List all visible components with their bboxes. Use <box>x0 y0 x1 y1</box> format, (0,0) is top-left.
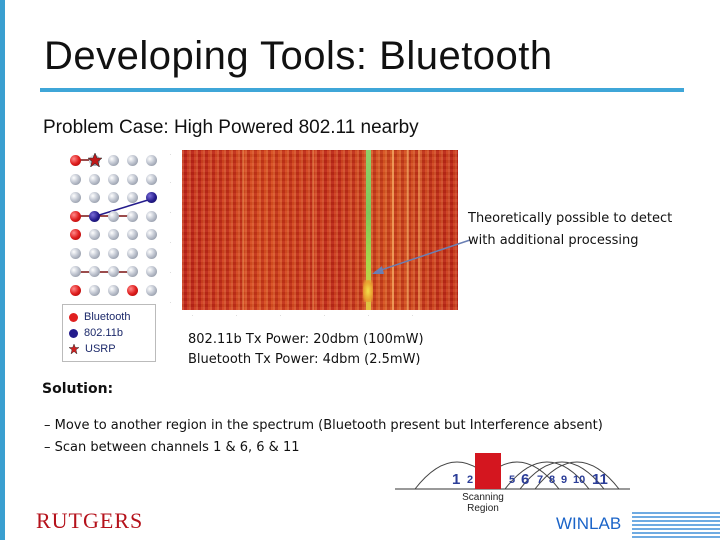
grid-node <box>127 247 138 259</box>
channel-arcs <box>395 453 630 490</box>
node-grid-links <box>76 159 149 273</box>
scanning-region-label: Scanning Region <box>453 492 513 514</box>
grid-node <box>127 210 138 222</box>
bluetooth-node <box>70 284 81 296</box>
channel-number: 11 <box>592 471 608 488</box>
wifi-node <box>89 210 100 222</box>
legend-item-usrp: USRP <box>69 343 116 355</box>
grid-node <box>127 229 138 240</box>
detection-callout: Theoretically possible to detect with ad… <box>468 208 672 252</box>
grid-node <box>89 173 100 185</box>
grid-node <box>108 173 119 185</box>
grid-node <box>89 266 100 277</box>
grid-node <box>146 155 157 166</box>
scanning-label-line: Scanning <box>462 492 504 503</box>
grid-node <box>127 155 138 166</box>
grid-node <box>127 173 138 185</box>
legend-label: Bluetooth <box>84 311 131 323</box>
node-grid <box>62 150 162 300</box>
bluetooth-burst <box>363 280 373 302</box>
channel-number: 2 <box>467 474 474 486</box>
solution-bullet: – Scan between channels 1 & 6, 6 & 11 <box>44 440 300 455</box>
bluetooth-node <box>70 210 81 222</box>
channel-number: 8 <box>549 474 556 486</box>
rutgers-logo: RUTGERS <box>36 508 144 533</box>
grid-node <box>108 210 119 222</box>
spectrogram-line <box>392 150 394 310</box>
title-underline <box>40 88 684 92</box>
spectrogram-line <box>407 150 409 310</box>
channel-number: 5 <box>509 474 516 486</box>
grid-node <box>89 229 100 240</box>
grid-node <box>146 266 157 277</box>
winlab-logo-bars <box>632 512 720 540</box>
slide-title: Developing Tools: Bluetooth <box>44 34 553 78</box>
scanning-label-line: Region <box>467 503 499 514</box>
grid-node <box>70 192 81 203</box>
grid-node <box>108 229 119 240</box>
callout-line: with additional processing <box>468 233 639 248</box>
wifi-tx-power: 802.11b Tx Power: 20dbm (100mW) <box>188 332 424 347</box>
usrp-star-icon <box>88 153 102 167</box>
spectrogram-line <box>418 150 420 310</box>
spectrogram-line <box>312 150 314 310</box>
problem-case-subtitle: Problem Case: High Powered 802.11 nearby <box>43 117 419 138</box>
grid-node <box>127 266 138 277</box>
winlab-logo: WINLAB <box>556 514 622 533</box>
grid-node <box>146 247 157 259</box>
legend-item-bluetooth: Bluetooth <box>69 311 130 323</box>
grid-node <box>108 192 119 203</box>
spectrogram-image <box>182 150 458 310</box>
channel-number: 7 <box>537 474 544 486</box>
bluetooth-node <box>127 284 138 296</box>
channel-number: 9 <box>561 474 568 486</box>
channel-number: 10 <box>573 474 586 486</box>
star-icon <box>69 344 79 354</box>
channel-number: 1 <box>452 471 461 488</box>
legend-item-80211b: 802.11b <box>69 327 123 339</box>
tx-power-text: 802.11b Tx Power: 20dbm (100mW) Bluetoot… <box>188 330 424 370</box>
bluetooth-tx-power: Bluetooth Tx Power: 4dbm (2.5mW) <box>188 352 421 367</box>
grid-node <box>146 173 157 185</box>
bluetooth-node <box>70 155 81 166</box>
grid-node <box>146 229 157 240</box>
legend-label: 802.11b <box>84 327 123 339</box>
grid-node <box>89 284 100 296</box>
solution-bullet: – Move to another region in the spectrum… <box>44 418 603 433</box>
grid-node <box>70 247 81 259</box>
channel-number: 6 <box>521 471 530 488</box>
callout-line: Theoretically possible to detect <box>468 211 673 226</box>
grid-node <box>146 284 157 296</box>
spectrogram-figure: · · · · · · · · · · · · <box>170 145 460 325</box>
legend-label: USRP <box>85 343 116 355</box>
node-legend: Bluetooth 802.11b USRP <box>62 304 156 362</box>
spectrogram-line <box>242 150 244 310</box>
solution-heading: Solution: <box>42 381 114 397</box>
grid-node <box>108 284 119 296</box>
grid-node <box>108 266 119 277</box>
grid-node <box>108 247 119 259</box>
grid-node <box>146 210 157 222</box>
spectrogram-y-axis: · · · · · · <box>170 152 172 305</box>
bluetooth-node <box>70 229 81 240</box>
wifi-dot-icon <box>69 328 78 338</box>
wifi-node <box>146 192 157 203</box>
channel-diagram: 1 2 5 6 7 8 9 10 11 Scanning Region <box>395 445 630 520</box>
left-accent-bar <box>0 0 5 540</box>
grid-node <box>70 173 81 185</box>
grid-node <box>89 192 100 203</box>
grid-node <box>127 192 138 203</box>
bluetooth-dot-icon <box>69 312 78 322</box>
grid-node <box>70 266 81 277</box>
wifi-signal-band <box>366 150 371 310</box>
grid-node <box>108 155 119 166</box>
grid-node <box>89 247 100 259</box>
